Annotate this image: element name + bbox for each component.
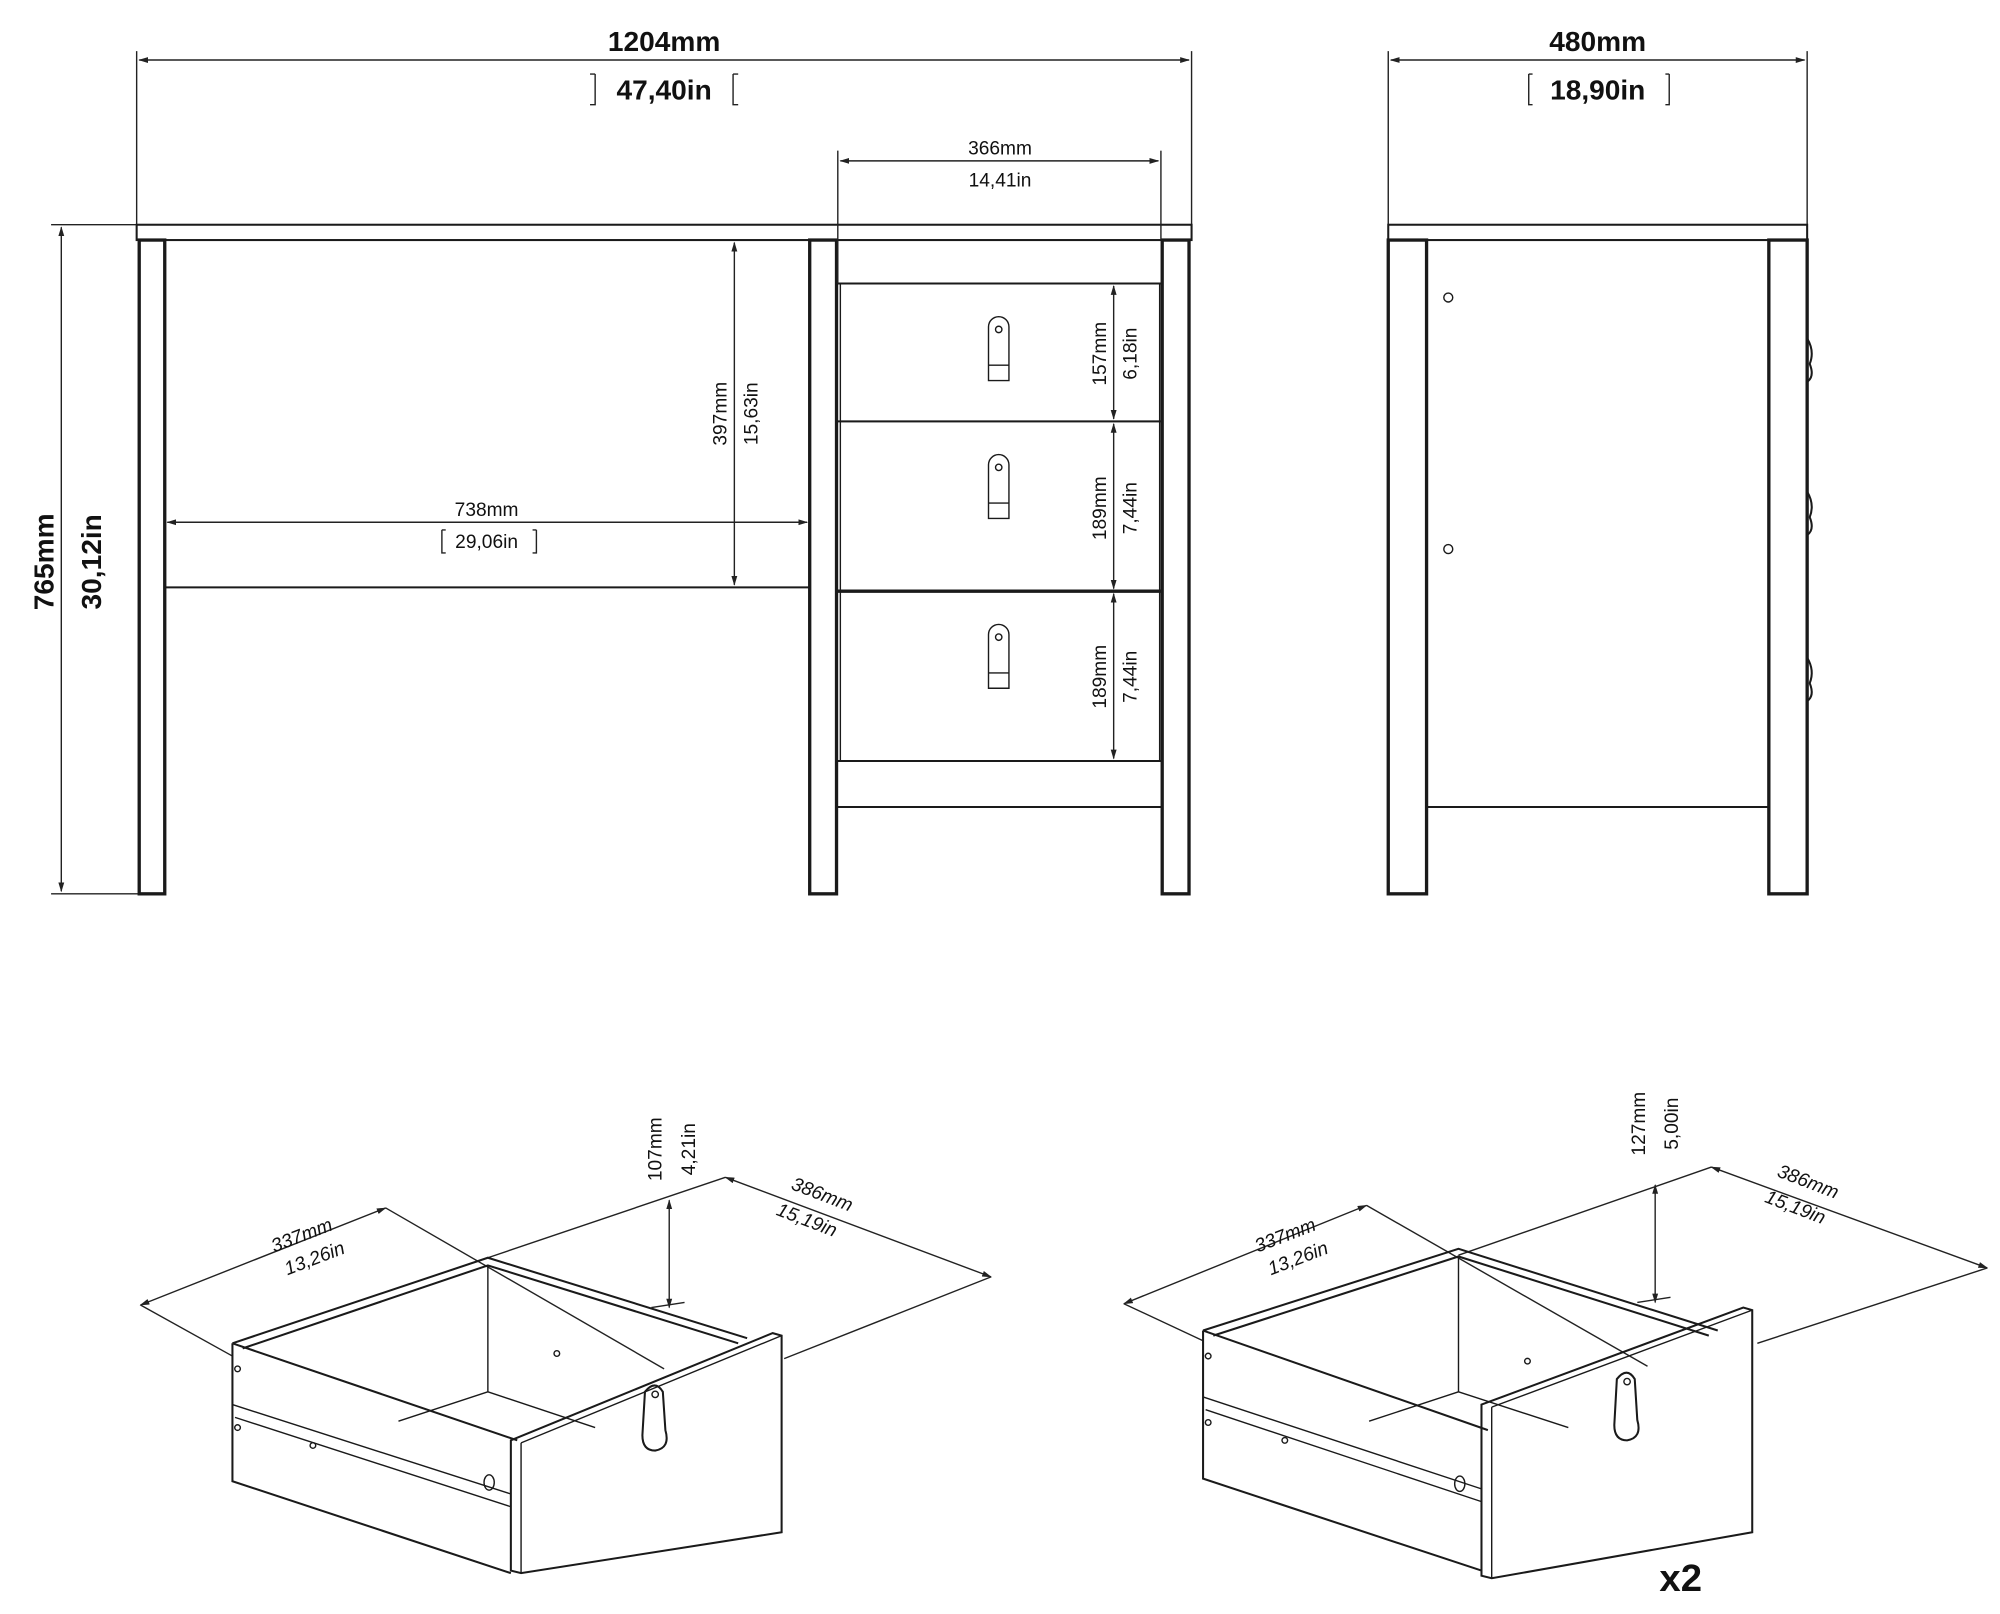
knee-width-mm: 738mm	[455, 500, 519, 521]
drawer3-height-mm: 189mm	[1090, 645, 1111, 709]
dim-knee-height: 397mm 15,63in	[711, 241, 762, 586]
tabletop	[135, 223, 1193, 242]
leg-left	[137, 238, 167, 896]
overall-width-mm: 1204mm	[608, 26, 720, 57]
dim-drawer-section-width: 366mm 14,41in	[837, 139, 1162, 284]
small-height-mm: 107mm	[646, 1117, 667, 1181]
drawer-handle-icon	[987, 453, 1010, 520]
side-tabletop	[1387, 223, 1809, 242]
drawer-front-3	[839, 590, 1161, 762]
hole-icon	[1443, 543, 1454, 555]
knee-height-in: 15,63in	[741, 382, 762, 445]
depth-in: 18,90in	[1550, 75, 1645, 106]
drawer-iso-large: 337mm 13,26in 386mm 15,19in 127mm 5,00in…	[1122, 1092, 1989, 1600]
drawer2-height-mm: 189mm	[1090, 476, 1111, 540]
drawer-handle-icon	[987, 623, 1010, 689]
drawer1-height-in: 6,18in	[1121, 328, 1142, 380]
large-height-in: 5,00in	[1662, 1098, 1683, 1150]
leather-handle-icon	[1613, 1371, 1640, 1442]
leg-right	[1160, 238, 1191, 896]
front-view: 1204mm 47,40in 765mm 30,12in 738mm 29,06…	[29, 26, 1193, 896]
drawer-front-1	[839, 282, 1161, 423]
large-height-mm: 127mm	[1629, 1092, 1650, 1156]
drawer3-height-in: 7,44in	[1121, 651, 1142, 703]
knee-height-mm: 397mm	[711, 382, 732, 446]
drawer-section	[836, 282, 1163, 809]
dim-drawer-heights: 157mm 6,18in 189mm 7,44in 189mm 7,44in	[1090, 285, 1142, 760]
dim-depth: 480mm 18,90in	[1387, 26, 1808, 225]
leg-middle	[808, 238, 839, 896]
drawer-section-width-mm: 366mm	[968, 139, 1032, 160]
quantity-label: x2	[1659, 1557, 1702, 1600]
drawer2-height-in: 7,44in	[1121, 482, 1142, 534]
handle-profile-icon	[1806, 491, 1813, 536]
side-view: 480mm 18,90in	[1386, 26, 1813, 896]
handle-profile-icon	[1806, 657, 1813, 702]
dim-overall-width: 1204mm 47,40in	[135, 26, 1193, 225]
drawer-section-width-in: 14,41in	[969, 170, 1032, 191]
overall-height-mm: 765mm	[29, 513, 60, 610]
overall-width-in: 47,40in	[616, 75, 711, 106]
dim-knee-width: 738mm 29,06in	[166, 500, 809, 554]
side-leg-front	[1386, 238, 1429, 896]
leather-handle-icon	[641, 1384, 668, 1452]
handle-profile-icon	[1806, 337, 1813, 383]
drawer-iso-small: 337mm 13,26in 386mm 15,19in 107mm 4,21in	[139, 1117, 992, 1575]
drawer-handle-icon	[987, 316, 1010, 382]
hole-icon	[1443, 292, 1454, 303]
dim-overall-height: 765mm 30,12in	[29, 224, 140, 895]
side-leg-back	[1767, 238, 1809, 896]
overall-height-in: 30,12in	[76, 514, 107, 609]
drawer-front-2	[839, 420, 1161, 592]
knee-width-in: 29,06in	[455, 532, 518, 553]
drawer1-height-mm: 157mm	[1090, 322, 1111, 386]
small-height-in: 4,21in	[679, 1123, 700, 1175]
depth-mm: 480mm	[1549, 26, 1646, 57]
